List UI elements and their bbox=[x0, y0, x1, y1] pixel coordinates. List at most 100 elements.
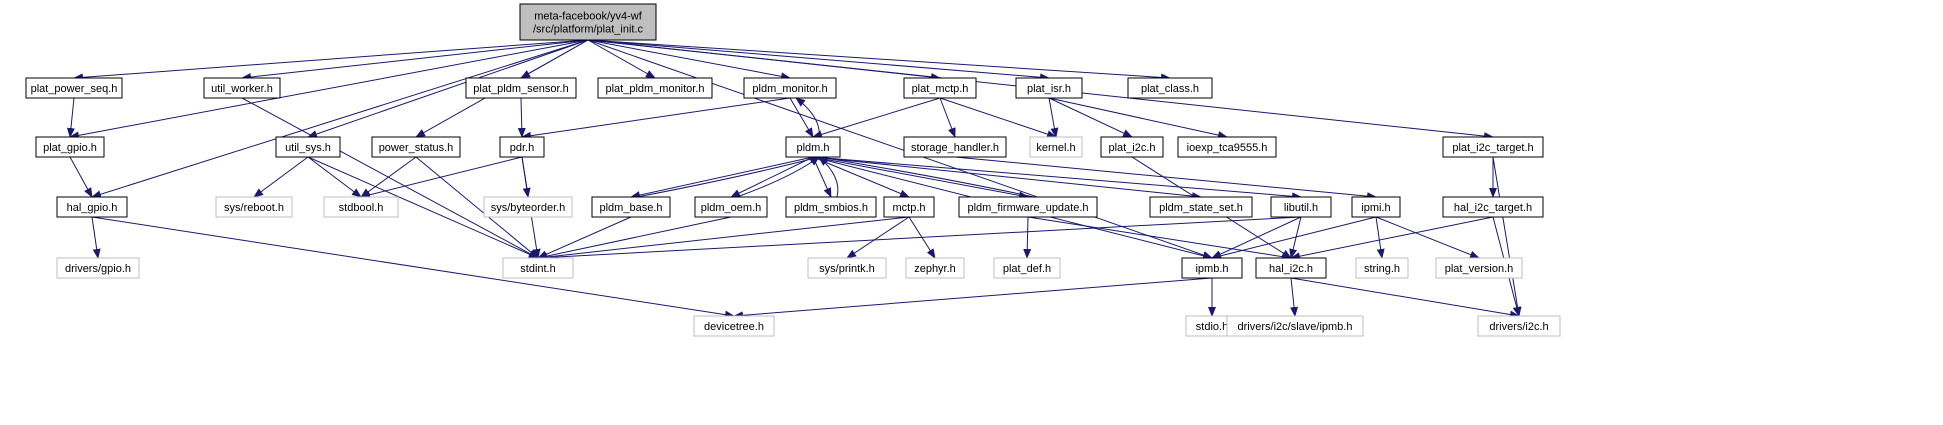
edge-plat_mctp-to-kernel bbox=[939, 97, 1057, 138]
node-label: drivers/i2c.h bbox=[1489, 321, 1548, 333]
node-plat-i2c[interactable]: plat_i2c.h bbox=[1100, 136, 1164, 158]
node-box bbox=[1127, 77, 1213, 99]
edge-pldm-to-pldm_state_set bbox=[812, 156, 1202, 201]
node-label: sys/reboot.h bbox=[224, 202, 284, 214]
node-hal-i2c[interactable]: hal_i2c.h bbox=[1255, 257, 1327, 279]
node-box bbox=[807, 257, 887, 279]
node-box bbox=[903, 136, 1007, 158]
node-pdr[interactable]: pdr.h bbox=[499, 136, 545, 158]
node-label: pdr.h bbox=[510, 142, 534, 154]
edge-plat_gpio-to-hal_gpio bbox=[69, 156, 93, 198]
node-label: plat_gpio.h bbox=[43, 142, 97, 154]
node-label: plat_version.h bbox=[1445, 263, 1514, 275]
node-label: ioexp_tca9555.h bbox=[1187, 142, 1268, 154]
node-label: sys/byteorder.h bbox=[491, 202, 566, 214]
node-storage-handler[interactable]: storage_handler.h bbox=[903, 136, 1007, 158]
node-label: pldm_firmware_update.h bbox=[967, 202, 1088, 214]
node-label: pldm_state_set.h bbox=[1159, 202, 1243, 214]
edge-root-to-hal_gpio bbox=[91, 39, 589, 199]
node-plat-gpio[interactable]: plat_gpio.h bbox=[35, 136, 105, 158]
node-hal-gpio[interactable]: hal_gpio.h bbox=[56, 196, 128, 218]
node-box bbox=[1442, 136, 1544, 158]
node-box bbox=[1442, 196, 1544, 218]
edge-pldm_monitor-to-pdr bbox=[521, 97, 791, 140]
node-pldm-smbios[interactable]: pldm_smbios.h bbox=[785, 196, 877, 218]
node-label: hal_i2c.h bbox=[1269, 263, 1313, 275]
node-plat-pldm-sensor[interactable]: plat_pldm_sensor.h bbox=[465, 77, 577, 99]
node-label: pldm_smbios.h bbox=[794, 202, 868, 214]
node-label: pldm_base.h bbox=[600, 202, 663, 214]
node-label: string.h bbox=[1364, 263, 1400, 275]
node-plat-i2c-target[interactable]: plat_i2c_target.h bbox=[1442, 136, 1544, 158]
node-ipmi[interactable]: ipmi.h bbox=[1351, 196, 1401, 218]
node-box bbox=[591, 196, 671, 218]
edge-plat_power_seq-to-plat_gpio bbox=[66, 97, 75, 138]
node-hal-i2c-target[interactable]: hal_i2c_target.h bbox=[1442, 196, 1544, 218]
node-util-worker[interactable]: util_worker.h bbox=[203, 77, 281, 99]
node-plat-mctp[interactable]: plat_mctp.h bbox=[903, 77, 977, 99]
node-label: hal_gpio.h bbox=[67, 202, 118, 214]
node-box bbox=[502, 257, 574, 279]
edge-util_sys-to-sys_reboot bbox=[253, 156, 309, 198]
node-pldm-firmware-update[interactable]: pldm_firmware_update.h bbox=[958, 196, 1098, 218]
node-plat-pldm-monitor[interactable]: plat_pldm_monitor.h bbox=[597, 77, 713, 99]
node-plat-isr[interactable]: plat_isr.h bbox=[1015, 77, 1083, 99]
edge-ipmi-to-ipmb bbox=[1211, 216, 1377, 260]
node-pldm-monitor[interactable]: pldm_monitor.h bbox=[743, 77, 837, 99]
edge-libutil-to-ipmb bbox=[1211, 216, 1302, 259]
node-label: plat_i2c.h bbox=[1108, 142, 1155, 154]
node-label: pldm_oem.h bbox=[701, 202, 762, 214]
node-label: util_worker.h bbox=[211, 83, 273, 95]
edge-root-to-ipmb bbox=[587, 39, 1213, 259]
edge-pldm-to-libutil bbox=[812, 156, 1302, 201]
node-label: stdint.h bbox=[520, 263, 555, 275]
node-label: stdio.h bbox=[1196, 321, 1228, 333]
node-box bbox=[1100, 136, 1164, 158]
edge-plat_isr-to-plat_i2c bbox=[1048, 97, 1133, 138]
node-mctp[interactable]: mctp.h bbox=[883, 196, 935, 218]
node-ipmb[interactable]: ipmb.h bbox=[1181, 257, 1243, 279]
edge-pldm_base-to-stdint bbox=[537, 216, 632, 259]
node-label: drivers/i2c/slave/ipmb.h bbox=[1238, 321, 1353, 333]
edge-root-to-util_worker bbox=[241, 39, 589, 81]
node-label: plat_i2c_target.h bbox=[1452, 142, 1533, 154]
node-ioexp-tca9555[interactable]: ioexp_tca9555.h bbox=[1177, 136, 1277, 158]
edge-storage_handler-to-ipmi bbox=[954, 156, 1377, 201]
edge-plat_mctp-to-pldm bbox=[812, 97, 941, 139]
node-pldm-oem[interactable]: pldm_oem.h bbox=[694, 196, 768, 218]
edge-root-to-plat_isr bbox=[587, 39, 1050, 82]
node-label: storage_handler.h bbox=[911, 142, 999, 154]
node-label: /src/platform/plat_init.c bbox=[533, 24, 644, 36]
node-pldm-state-set[interactable]: pldm_state_set.h bbox=[1149, 196, 1253, 218]
node-plat-power-seq[interactable]: plat_power_seq.h bbox=[25, 77, 123, 99]
node-power-status[interactable]: power_status.h bbox=[371, 136, 461, 158]
node-box bbox=[597, 77, 713, 99]
node-label: plat_pldm_sensor.h bbox=[473, 83, 568, 95]
node-sys-byteorder: sys/byteorder.h bbox=[483, 196, 573, 218]
node-box bbox=[905, 257, 965, 279]
edge-plat_mctp-to-storage_handler bbox=[939, 97, 956, 138]
node-sys-reboot: sys/reboot.h bbox=[215, 196, 293, 218]
node-pldm[interactable]: pldm.h bbox=[785, 136, 841, 158]
node-box bbox=[993, 257, 1061, 279]
node-label: power_status.h bbox=[379, 142, 454, 154]
node-label: plat_def.h bbox=[1003, 263, 1051, 275]
node-label: pldm.h bbox=[796, 142, 829, 154]
edge-pldm-to-pldm_oem bbox=[730, 156, 814, 198]
edge-pldm_base-to-pldm bbox=[636, 155, 820, 198]
node-box bbox=[1435, 257, 1523, 279]
node-box bbox=[1355, 257, 1409, 279]
node-libutil[interactable]: libutil.h bbox=[1270, 196, 1332, 218]
node-box bbox=[958, 196, 1098, 218]
edge-pldm-to-pldm_base bbox=[630, 156, 814, 199]
edge-root-to-util_sys bbox=[307, 39, 589, 138]
node-util-sys[interactable]: util_sys.h bbox=[275, 136, 341, 158]
node-pldm-base[interactable]: pldm_base.h bbox=[591, 196, 671, 218]
node-box bbox=[1181, 257, 1243, 279]
edge-root-to-plat_power_seq bbox=[73, 39, 589, 82]
edge-mctp-to-sys_printk bbox=[846, 216, 910, 259]
node-kernel: kernel.h bbox=[1029, 136, 1083, 158]
node-label: kernel.h bbox=[1036, 142, 1075, 154]
node-label: plat_isr.h bbox=[1027, 83, 1071, 95]
node-plat-class[interactable]: plat_class.h bbox=[1127, 77, 1213, 99]
